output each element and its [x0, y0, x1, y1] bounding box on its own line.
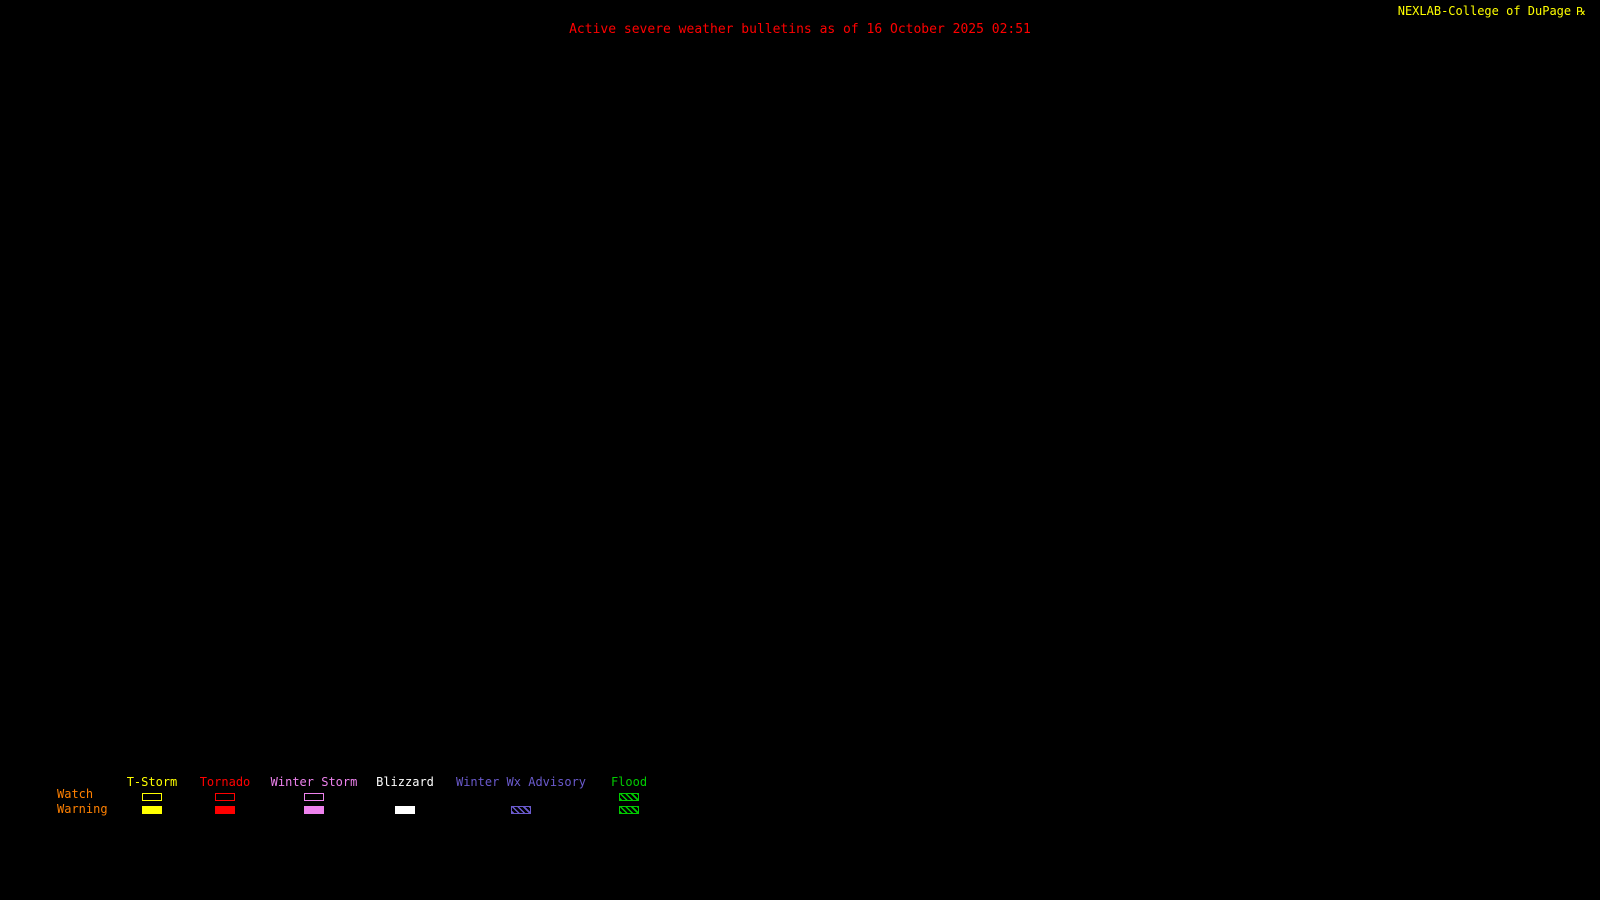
legend-columns: T-Storm Tornado Winter Storm Blizzard Winter… [122, 774, 652, 816]
legend-watch-label: Watch [57, 787, 94, 801]
legend-category-label: Flood [610, 775, 648, 789]
legend-cell-watch [395, 790, 415, 803]
legend-cell-warning [395, 803, 415, 816]
legend-cell-warning [142, 803, 162, 816]
legend-swatch-warning-flood [619, 805, 639, 814]
legend-cell-watch [511, 790, 531, 803]
legend-cell-watch [619, 790, 639, 803]
legend-cell-watch [142, 790, 162, 803]
legend-col-t-storm: T-Storm [122, 774, 182, 816]
legend-swatch-warning-winter-storm [304, 805, 324, 814]
legend-col-tornado: Tornado [196, 774, 254, 816]
legend-category-label: T-Storm [126, 775, 178, 789]
legend-category-label: Tornado [199, 775, 251, 789]
legend-swatch-warning-blizzard [395, 805, 415, 814]
legend-swatch-watch-winter-storm [304, 792, 324, 801]
legend-category-label: Winter Storm [270, 775, 358, 789]
bulletin-title: Active severe weather bulletins as of 16… [569, 22, 1031, 37]
legend-col-winter-storm: Winter Storm [268, 774, 360, 816]
legend-cell-watch [215, 790, 235, 803]
legend: Watch Warning T-Storm Tornado Winter Storm… [0, 774, 720, 822]
legend-col-winter-wx-advisory: Winter Wx Advisory [450, 774, 592, 816]
legend-swatch-watch-tornado [215, 792, 235, 801]
legend-cell-warning [304, 803, 324, 816]
brand-label: NEXLAB-College of DuPage [1397, 4, 1572, 18]
legend-swatch-watch-flood [619, 792, 639, 801]
legend-category-label: Winter Wx Advisory [455, 775, 587, 789]
legend-swatch-warning-winter-wx-advisory [511, 805, 531, 814]
legend-cell-watch [304, 790, 324, 803]
station-logo-icon: ℞ [1576, 5, 1586, 18]
legend-category-label: Blizzard [376, 775, 434, 789]
legend-col-blizzard: Blizzard [374, 774, 436, 816]
legend-swatch-watch-t-storm [142, 792, 162, 801]
legend-cell-warning [215, 803, 235, 816]
brand: NEXLAB-College of DuPage ℞ [1398, 4, 1586, 18]
legend-cell-warning [511, 803, 531, 816]
legend-warning-label: Warning [57, 802, 108, 816]
legend-swatch-warning-tornado [215, 805, 235, 814]
legend-swatch-warning-t-storm [142, 805, 162, 814]
legend-cell-warning [619, 803, 639, 816]
legend-row-labels: Watch Warning [57, 787, 108, 817]
legend-col-flood: Flood [606, 774, 652, 816]
